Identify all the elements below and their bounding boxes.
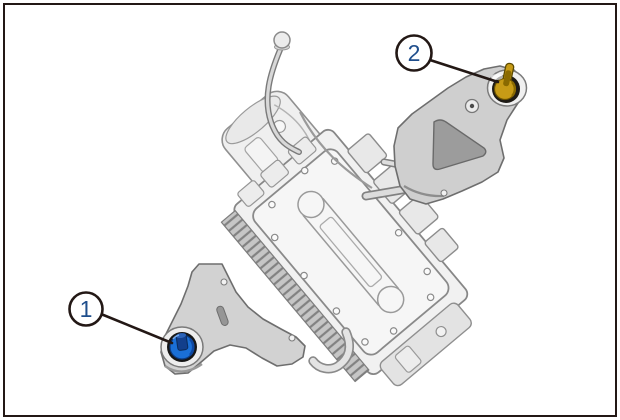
coolant-pipe [299,111,373,189]
boss-highlight [491,74,503,80]
bottom-hose [308,327,355,374]
dipstick [264,31,302,155]
callout-1-leader [99,312,174,345]
blue-bushing [160,326,204,368]
edge-bosses [237,136,317,207]
dipstick-cap [273,31,291,49]
pivot-center [469,103,475,109]
upper-mount-bracket [393,65,525,205]
callout-2-circle [395,34,433,72]
dipstick-tube [265,48,301,154]
bracket-slot-cutout [216,305,229,326]
yellow-bushing-shade [511,81,517,97]
cooling-fins [220,210,370,383]
gear-housing [221,90,325,194]
end-cap [379,302,472,387]
callout-1: 1 [68,291,174,345]
callout-2-number: 2 [408,40,421,66]
blue-highlight [172,334,180,340]
blue-stud [175,333,189,351]
blue-bushing-shade [188,338,195,356]
bracket-window-cutout [432,119,487,171]
callout-2-leader [428,58,500,84]
cover-plate [252,148,450,356]
callout-1-circle [68,291,104,327]
yellow-stud-core [503,70,512,87]
callout-2: 2 [395,34,500,84]
cover-bolts [268,157,435,346]
callout-1-number: 1 [80,296,93,322]
drive-unit-body [220,90,472,387]
